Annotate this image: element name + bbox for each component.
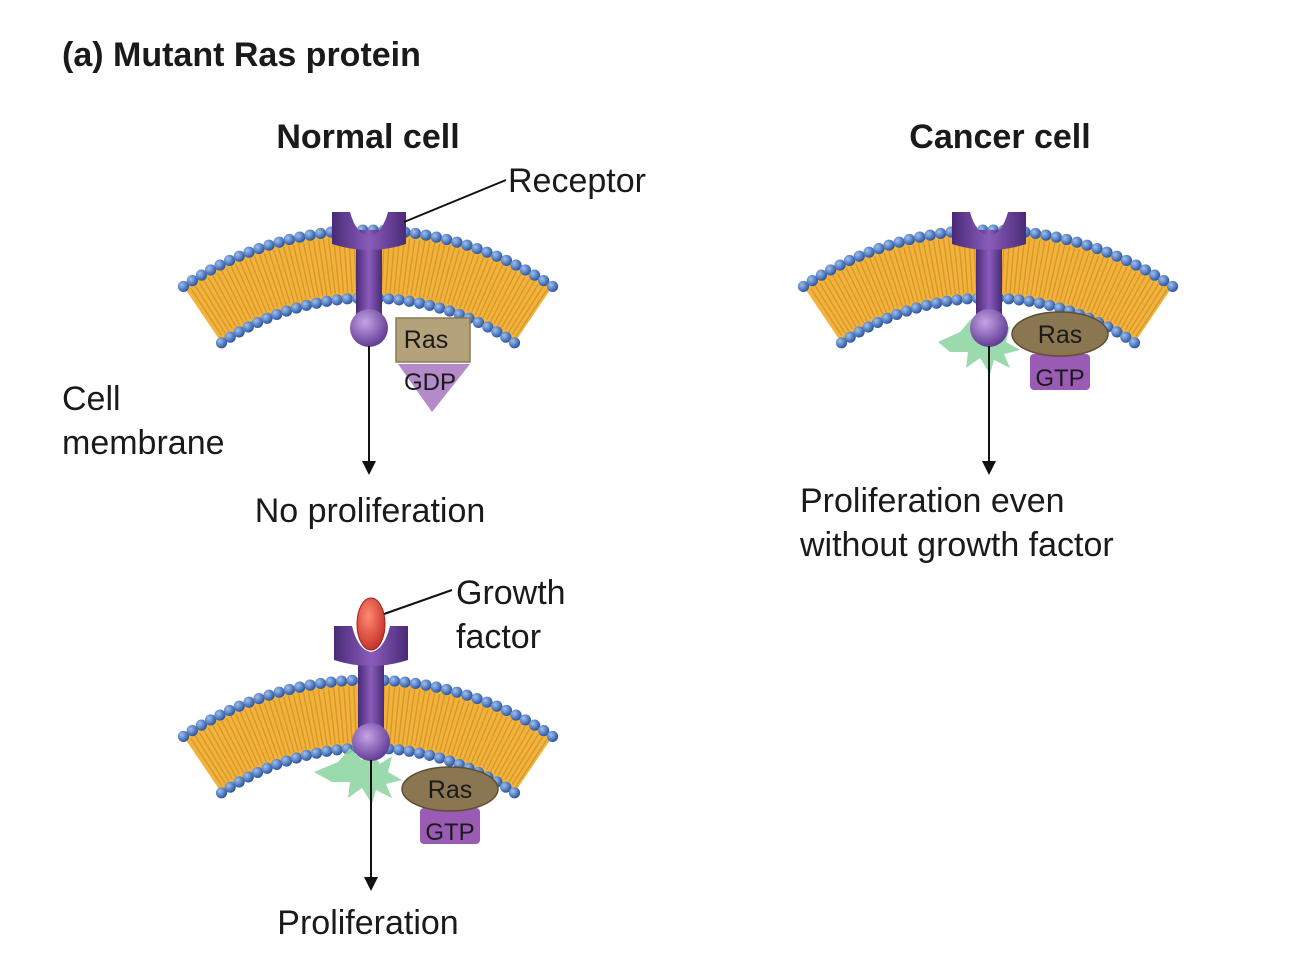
normal-cell-heading: Normal cell: [276, 118, 459, 156]
growth-factor-panel: Growth factor Ras GTP Proliferation: [177, 574, 566, 942]
growth-factor-label-line2: factor: [456, 618, 541, 656]
ras-label: Ras: [428, 776, 472, 804]
activation-burst: [314, 748, 402, 804]
growth-factor-molecule: [356, 597, 386, 651]
gtp-label: GTP: [425, 819, 474, 846]
gtp-label: GTP: [1035, 365, 1084, 392]
ras-label: Ras: [1038, 321, 1082, 349]
gdp-label: GDP: [404, 369, 456, 396]
ras-gdp-complex: Ras GDP: [395, 317, 471, 412]
figure-title: (a) Mutant Ras protein: [62, 36, 421, 74]
growth-factor-label-line1: Growth: [456, 574, 566, 612]
receptor: [334, 626, 408, 761]
receptor: [952, 212, 1026, 347]
ras-gtp-complex: Ras GTP: [1011, 311, 1109, 392]
growth-factor-pointer-line: [383, 589, 453, 615]
receptor-label: Receptor: [508, 162, 646, 200]
activation-burst: [938, 318, 1020, 374]
cancer-outcome-label-line2: without growth factor: [799, 526, 1114, 564]
cell-membrane-label-line2: membrane: [62, 424, 225, 462]
cancer-cell-panel: Cancer cell Ras GTP Proliferation even w…: [797, 118, 1179, 564]
ras-label: Ras: [404, 326, 448, 354]
proliferation-outcome-label: Proliferation: [277, 904, 458, 942]
ras-gtp-complex: Ras GTP: [401, 766, 499, 846]
cancer-outcome-label-line1: Proliferation even: [800, 482, 1065, 520]
receptor: [332, 212, 406, 347]
cell-membrane: [177, 224, 559, 349]
normal-outcome-label: No proliferation: [255, 492, 486, 530]
cell-membrane-label-line1: Cell: [62, 380, 121, 418]
normal-cell-panel: Normal cell Receptor Ras GDP Cell membra…: [62, 118, 646, 530]
receptor-pointer-line: [403, 179, 507, 223]
cancer-cell-heading: Cancer cell: [909, 118, 1090, 156]
